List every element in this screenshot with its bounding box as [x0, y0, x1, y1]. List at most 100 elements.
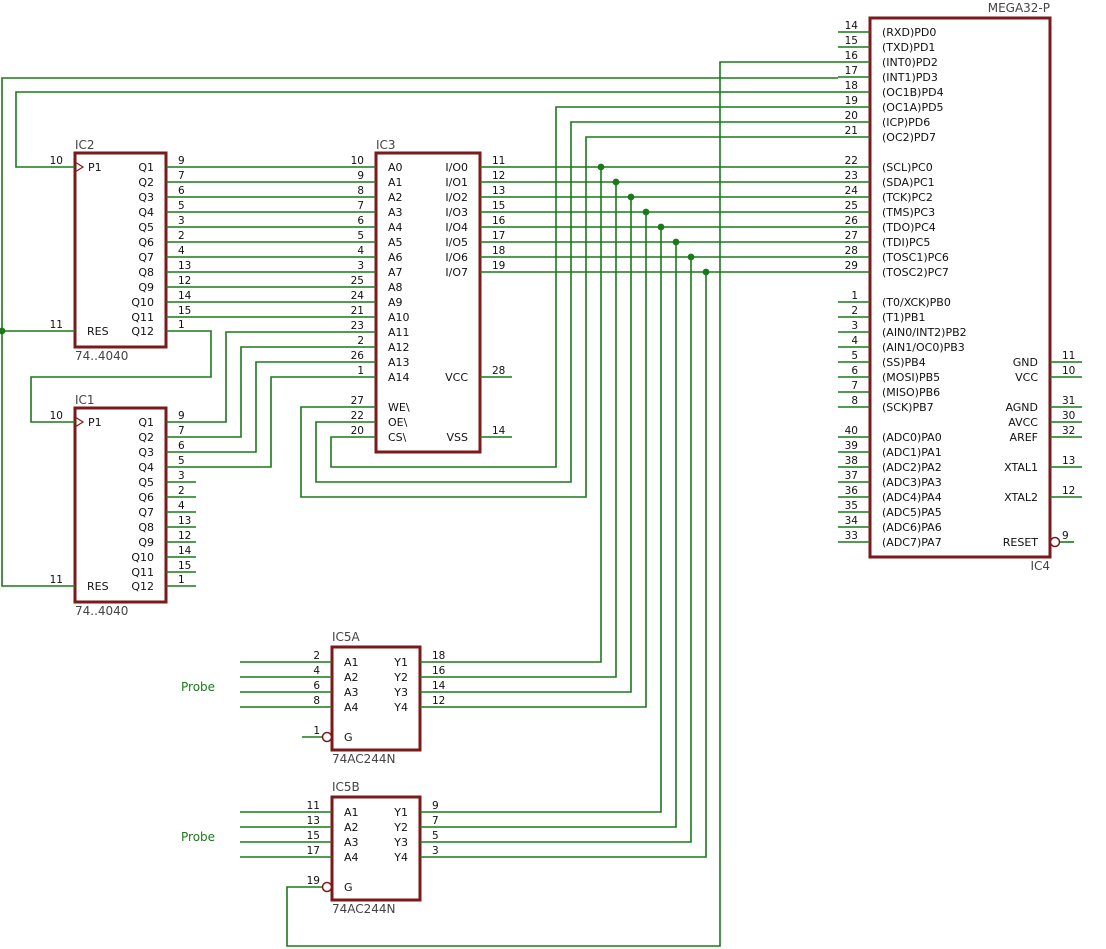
- pin-label: (ADC2)PA2: [882, 461, 942, 474]
- pin-label: P1: [88, 161, 102, 174]
- pin-label: WE\: [388, 401, 410, 414]
- pin-number: 17: [492, 230, 505, 242]
- pin-number: 30: [1062, 410, 1075, 422]
- pin-label: A6: [388, 251, 403, 264]
- inverter-bubble: [1049, 536, 1061, 548]
- pin-label: Q2: [138, 431, 154, 444]
- probe-label-b: Probe: [181, 830, 215, 844]
- pin-label: Q9: [138, 536, 154, 549]
- pin-number: 6: [851, 365, 858, 377]
- pin-number: 8: [357, 185, 364, 197]
- junction-dot: [627, 193, 635, 201]
- pin-number: 8: [313, 695, 320, 707]
- pin-label: GND: [1013, 356, 1038, 369]
- pin-number: 5: [432, 830, 439, 842]
- junctions: [0, 163, 710, 335]
- pin-number: 14: [432, 680, 446, 692]
- pin-number: 15: [492, 200, 505, 212]
- junction-dot: [0, 327, 6, 335]
- pin-number: 13: [178, 260, 191, 272]
- pin-number: 6: [357, 215, 364, 227]
- pin-label: (MISO)PB6: [882, 386, 940, 399]
- ic1-body: [73, 406, 168, 604]
- pin-label: RES: [87, 325, 109, 338]
- pin-label: (ADC4)PA4: [882, 491, 942, 504]
- junction-dot: [642, 208, 650, 216]
- pin-number: 32: [1062, 425, 1075, 437]
- oe-wire: [315, 121, 838, 483]
- pin-label: A7: [388, 266, 403, 279]
- pin-number: 14: [492, 425, 506, 437]
- ic5b-value: 74AC244N: [332, 902, 396, 916]
- pin-number: 14: [178, 290, 192, 302]
- pin-number: 7: [851, 380, 858, 392]
- pin-number: 35: [845, 500, 858, 512]
- pin-label: A4: [344, 701, 359, 714]
- pin-number: 28: [845, 245, 858, 257]
- enable-wire: [286, 61, 838, 947]
- pin-label: Q7: [138, 506, 154, 519]
- pin-number: 13: [307, 815, 320, 827]
- pin-number: 34: [845, 515, 859, 527]
- pin-label: CS\: [388, 431, 407, 444]
- pin-number: 37: [845, 470, 858, 482]
- pin-number: 9: [357, 170, 364, 182]
- pin-number: 3: [178, 470, 185, 482]
- pin-label: Q8: [138, 521, 154, 534]
- pin-label: A9: [388, 296, 403, 309]
- pin-label: Q1: [138, 416, 154, 429]
- pin-number: 18: [432, 650, 445, 662]
- ic4-body: [868, 16, 1052, 559]
- pin-label: Y1: [393, 656, 408, 669]
- pin-number: 2: [851, 305, 858, 317]
- probe-label-a: Probe: [181, 680, 215, 694]
- pin-label: Y2: [393, 671, 408, 684]
- pin-number: 19: [307, 875, 320, 887]
- pin-number: 15: [178, 560, 191, 572]
- pin-label: (TXD)PD1: [882, 41, 935, 54]
- ic5a-value: 74AC244N: [332, 752, 396, 766]
- pin-label: I/O5: [445, 236, 468, 249]
- pin-number: 11: [492, 155, 505, 167]
- pin-label: A2: [344, 671, 359, 684]
- pin-label: (INT1)PD3: [882, 71, 938, 84]
- pin-number: 12: [1062, 485, 1075, 497]
- pin-label: A4: [344, 851, 359, 864]
- pin-number: 6: [313, 680, 320, 692]
- pin-label: RESET: [1003, 536, 1039, 549]
- probe-data-wire: [450, 272, 707, 858]
- pin-label: Y4: [393, 851, 408, 864]
- pin-label: A13: [388, 356, 410, 369]
- pin-label: (RXD)PD0: [882, 26, 936, 39]
- pin-number: 4: [851, 335, 858, 347]
- pin-label: G: [344, 731, 353, 744]
- pin-number: 1: [178, 319, 185, 331]
- pin-label: (TDI)PC5: [882, 236, 930, 249]
- ic4-value: MEGA32-P: [988, 1, 1050, 15]
- ic4-ref: IC4: [1030, 559, 1050, 573]
- pin-number: 11: [50, 319, 63, 331]
- pin-label: A10: [388, 311, 410, 324]
- ic1-value: 74..4040: [75, 604, 128, 618]
- pin-label: (SS)PB4: [882, 356, 926, 369]
- pin-label: (TOSC2)PC7: [882, 266, 949, 279]
- ic5b-ref: IC5B: [332, 780, 360, 794]
- pin-number: 12: [178, 275, 191, 287]
- pin-number: 18: [845, 80, 858, 92]
- pin-number: 4: [178, 245, 185, 257]
- pin-label: (ADC3)PA3: [882, 476, 942, 489]
- pin-label: Y1: [393, 806, 408, 819]
- pin-label: AGND: [1005, 401, 1038, 414]
- pin-label: A11: [388, 326, 410, 339]
- pin-label: (INT0)PD2: [882, 56, 938, 69]
- pin-label: I/O7: [445, 266, 468, 279]
- address-wire-high: [196, 376, 344, 468]
- pin-label: I/O2: [445, 191, 468, 204]
- pin-label: AVCC: [1008, 416, 1038, 429]
- pin-label: A3: [388, 206, 403, 219]
- reset-wire-int1: [1, 77, 838, 332]
- pin-number: 5: [178, 455, 185, 467]
